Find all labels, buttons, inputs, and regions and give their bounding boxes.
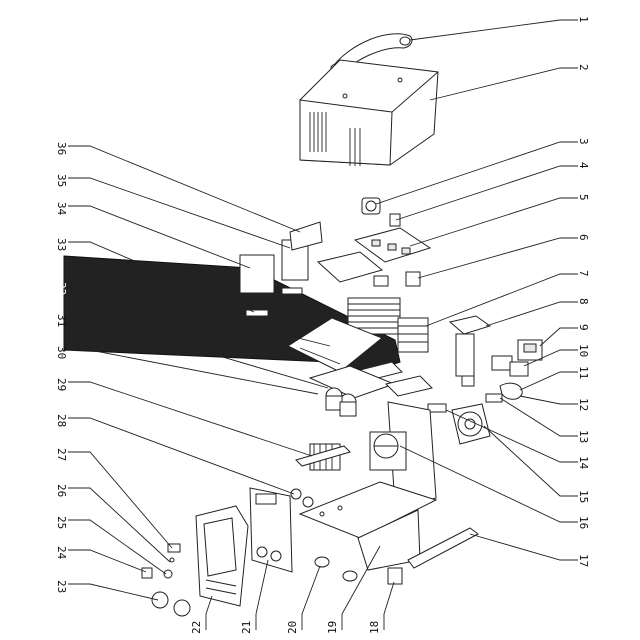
label-22: 22 (190, 621, 203, 634)
part-top-cover (299, 59, 439, 166)
label-10: 10 (577, 344, 590, 357)
part-34-bar (281, 287, 303, 295)
part-23-knob (151, 591, 169, 609)
part-19-base (298, 481, 438, 571)
label-5: 5 (577, 194, 590, 201)
label-14: 14 (577, 456, 590, 470)
label-27: 27 (55, 448, 68, 461)
label-8: 8 (577, 298, 590, 305)
part-31-pcb (308, 365, 433, 417)
parts-drawing (63, 33, 543, 617)
label-21: 21 (240, 621, 253, 634)
part-28-connector (290, 488, 302, 500)
part-5-board (353, 227, 432, 263)
label-23: 23 (55, 580, 68, 593)
part-8 (448, 315, 492, 387)
part-3 (361, 197, 381, 215)
part-34-36-assembly (239, 221, 389, 294)
label-32: 32 (55, 282, 68, 295)
part-20-foot-2 (342, 570, 358, 582)
cover-vents-right (349, 128, 361, 166)
part-29-transformer (295, 443, 351, 471)
cover-vents-left (309, 112, 327, 152)
part-6 (405, 271, 421, 287)
label-36: 36 (55, 142, 68, 155)
label-26: 26 (55, 484, 68, 497)
part-20-foot (314, 556, 330, 568)
part-26-screw (169, 557, 175, 563)
label-29: 29 (55, 378, 68, 391)
part-4 (389, 213, 401, 227)
label-17: 17 (577, 554, 590, 567)
part-28-connector-2 (302, 496, 314, 508)
label-11: 11 (577, 366, 590, 379)
label-7: 7 (577, 270, 590, 277)
part-21-panel (249, 487, 293, 573)
label-9: 9 (577, 324, 590, 331)
label-12: 12 (577, 398, 590, 411)
part-9-relay (517, 339, 543, 361)
label-18: 18 (368, 621, 381, 634)
label-30: 30 (55, 346, 68, 359)
part-11-clamp (499, 382, 523, 400)
label-33: 33 (55, 238, 68, 251)
part-10-block (491, 355, 529, 377)
labels-right: 1 2 3 4 5 6 7 8 9 10 11 12 13 14 15 16 1… (577, 16, 590, 567)
labels-bottom: 22 21 20 19 18 (190, 621, 381, 634)
part-23-knob-2 (173, 599, 191, 617)
label-3: 3 (577, 138, 590, 145)
part-25-knob (163, 569, 173, 579)
label-34: 34 (55, 202, 68, 216)
label-28: 28 (55, 414, 68, 427)
label-25: 25 (55, 516, 68, 529)
part-13 (485, 393, 503, 403)
label-20: 20 (286, 621, 299, 634)
label-13: 13 (577, 430, 590, 443)
label-16: 16 (577, 516, 590, 529)
label-35: 35 (55, 174, 68, 187)
label-1: 1 (577, 16, 590, 23)
label-19: 19 (326, 621, 339, 634)
part-22-bezel (195, 505, 249, 607)
part-14-bar (427, 403, 447, 413)
label-2: 2 (577, 64, 590, 71)
part-17-bar (407, 527, 479, 569)
part-33 (245, 309, 269, 317)
part-27-plate (167, 543, 181, 553)
leader-lines (68, 19, 578, 630)
label-4: 4 (577, 162, 590, 169)
labels-left: 36 35 34 33 32 31 30 29 28 27 26 25 24 2… (55, 142, 68, 593)
label-24: 24 (55, 546, 68, 560)
label-6: 6 (577, 234, 590, 241)
label-31: 31 (55, 314, 68, 327)
part-24-knob (141, 567, 153, 579)
part-18-clip (387, 567, 403, 585)
label-15: 15 (577, 490, 590, 503)
